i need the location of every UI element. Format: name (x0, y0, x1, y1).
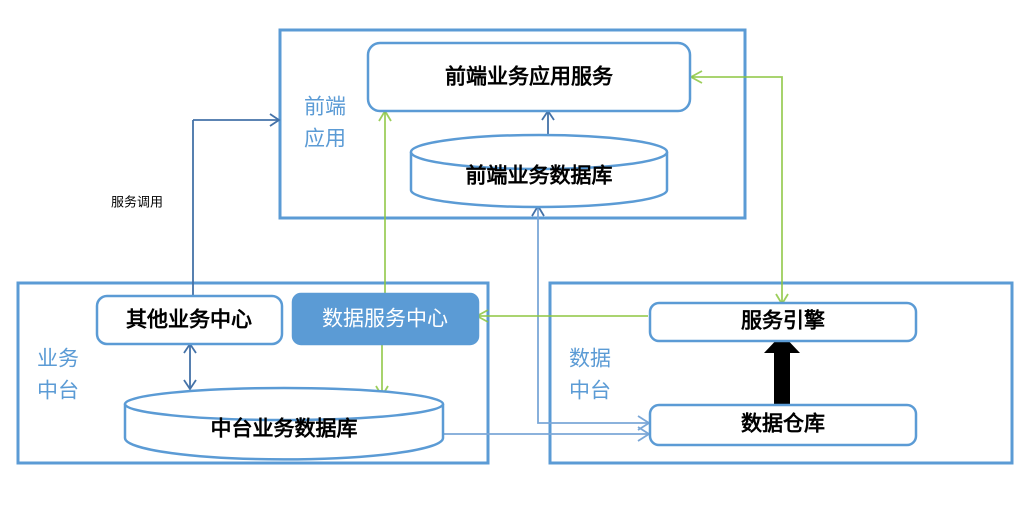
svg-text:服务引擎: 服务引擎 (741, 308, 825, 333)
edge-service-call (186, 113, 281, 311)
svg-text:前端业务数据库: 前端业务数据库 (466, 163, 613, 188)
edge-datawarehouse-engine (764, 334, 800, 405)
edge-label-service-call: 服务调用 (111, 195, 163, 211)
node-service-engine[interactable]: 服务引擎 (648, 301, 918, 343)
svg-text:业务: 业务 (37, 347, 79, 371)
zone-label-data-mid: 数据 中台 (569, 347, 611, 403)
svg-text:应用: 应用 (304, 127, 346, 151)
node-frontend-app-service[interactable]: 前端业务应用服务 (366, 41, 692, 113)
svg-text:中台: 中台 (569, 379, 611, 403)
svg-text:前端业务应用服务: 前端业务应用服务 (445, 64, 614, 89)
svg-text:前端: 前端 (304, 95, 346, 119)
svg-text:数据服务中心: 数据服务中心 (322, 307, 448, 331)
svg-text:其他业务中心: 其他业务中心 (126, 307, 252, 332)
svg-text:数据: 数据 (569, 347, 611, 371)
node-data-service-center[interactable]: 数据服务中心 (291, 292, 480, 346)
svg-text:中台: 中台 (37, 379, 79, 403)
node-other-business-center[interactable]: 其他业务中心 (95, 294, 284, 346)
node-frontend-database[interactable]: 前端业务数据库 (409, 133, 669, 209)
zone-label-business-mid: 业务 中台 (37, 347, 79, 403)
svg-text:中台业务数据库: 中台业务数据库 (211, 416, 358, 441)
svg-text:数据仓库: 数据仓库 (741, 411, 825, 436)
zone-label-frontend: 前端 应用 (304, 95, 346, 151)
node-midplatform-database[interactable]: 中台业务数据库 (123, 386, 445, 461)
node-data-warehouse[interactable]: 数据仓库 (648, 403, 918, 447)
